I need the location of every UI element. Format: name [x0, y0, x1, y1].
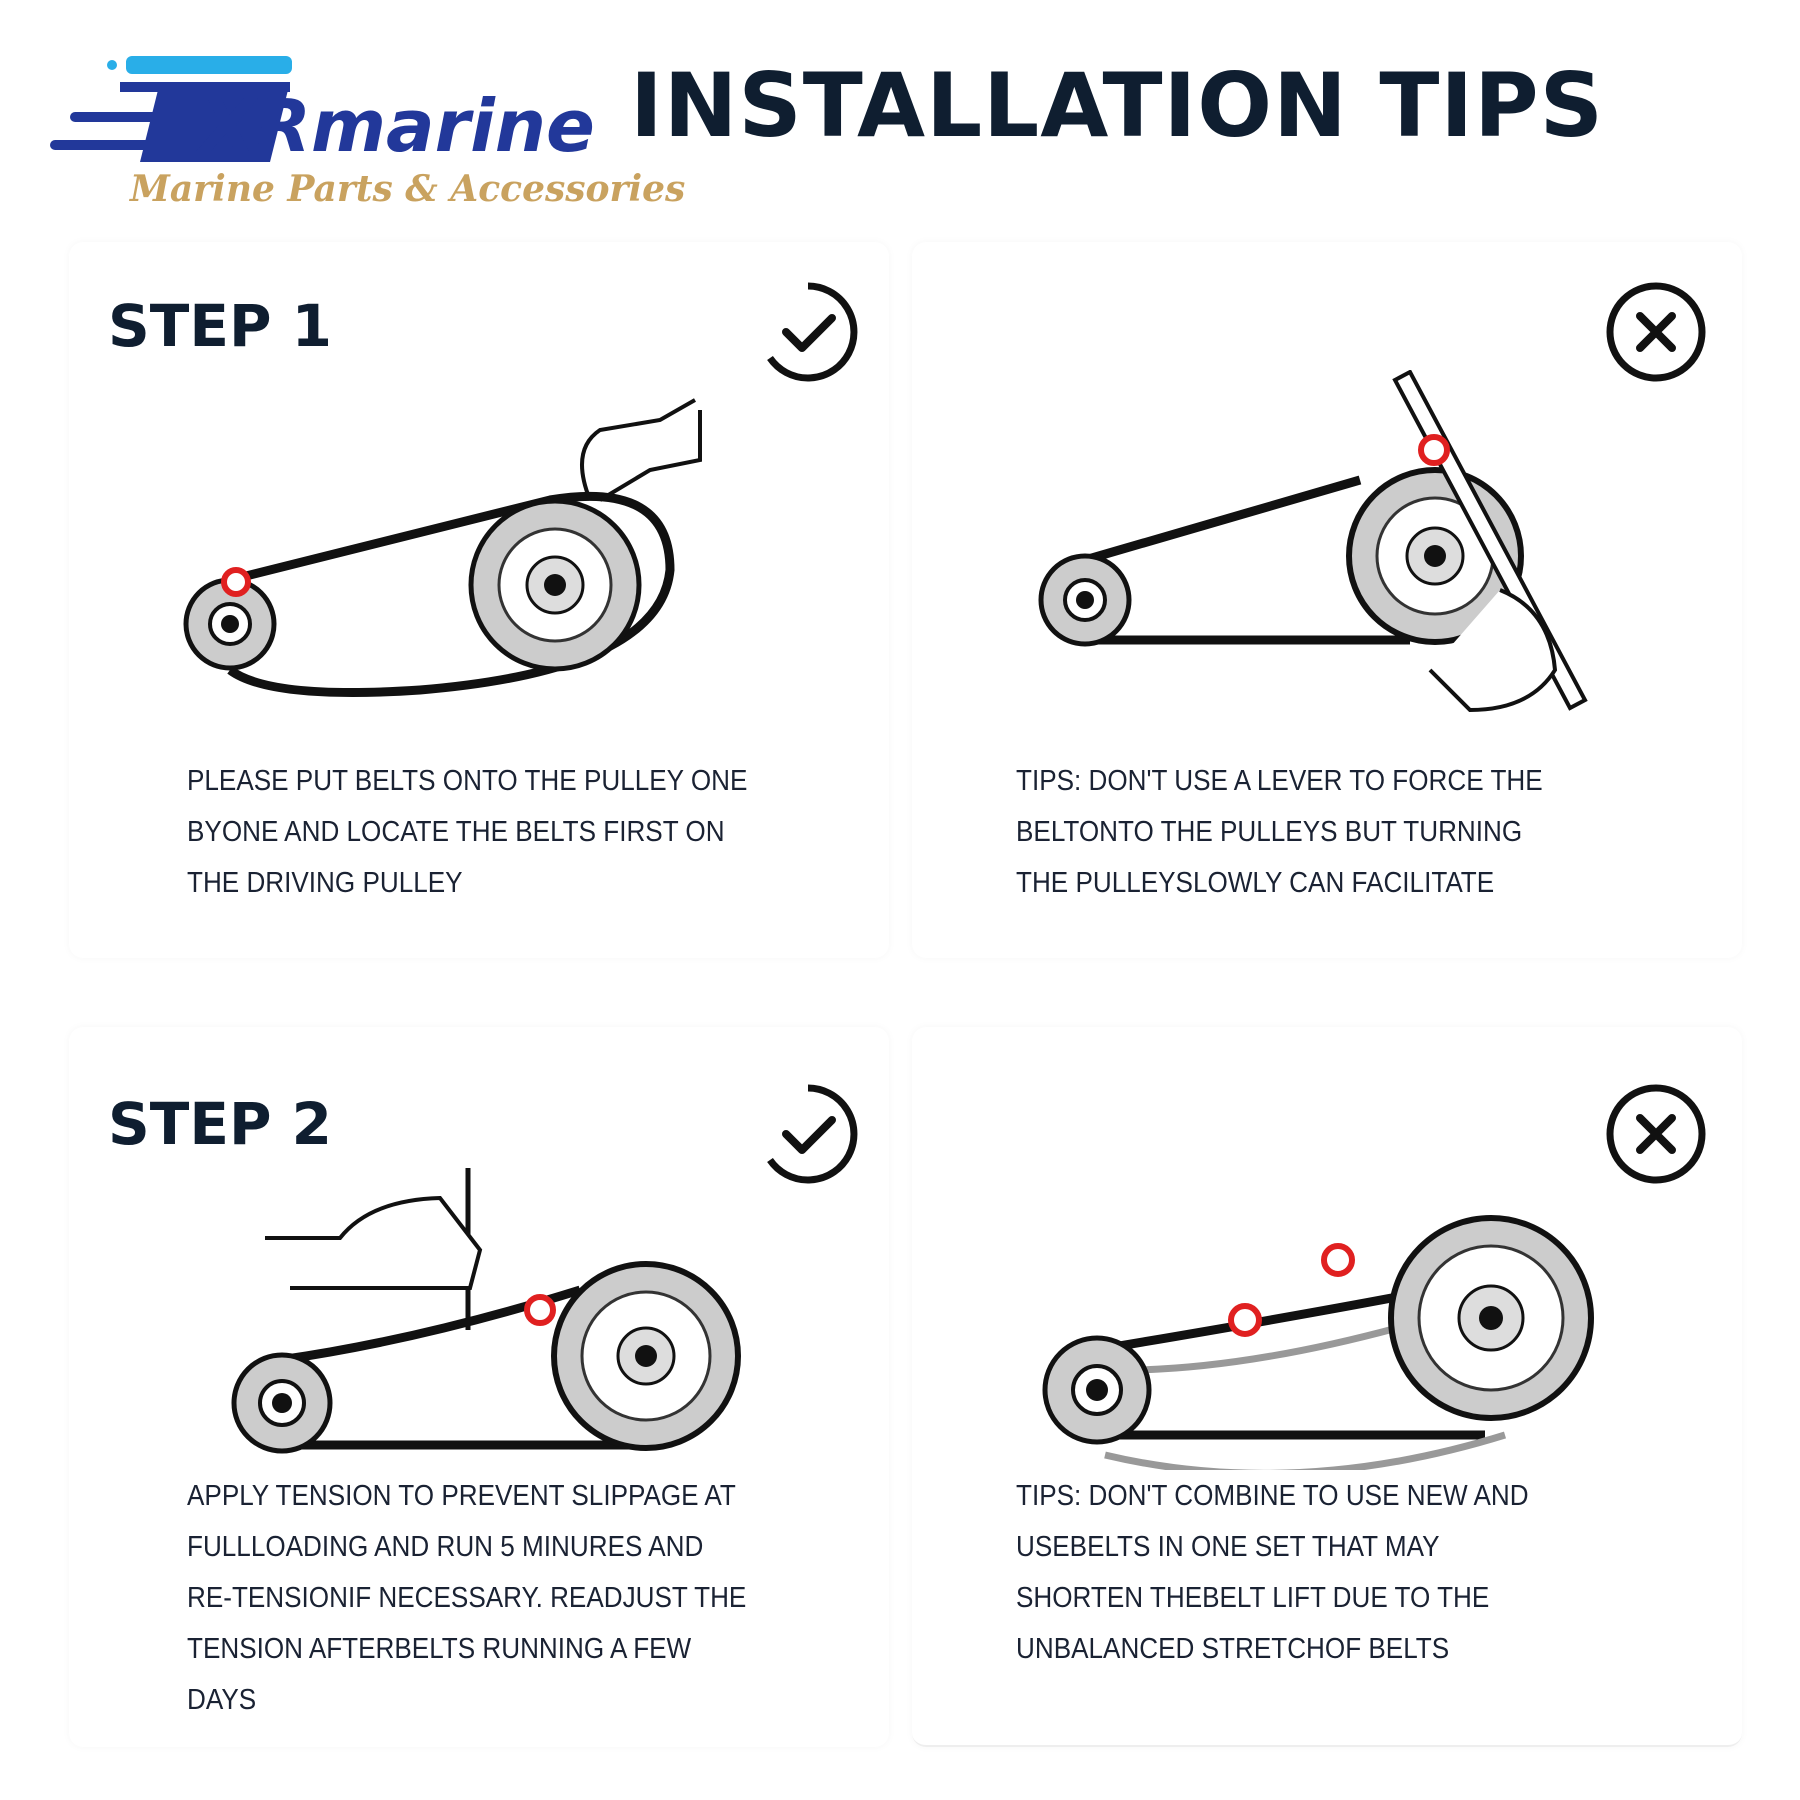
step2-correct-panel: [69, 1027, 889, 1747]
step1-wrong-text: TIPS: DON'T USE A LEVER TO FORCE THE BEL…: [1016, 756, 1543, 909]
text-line: FULLLOADING AND RUN 5 MINURES AND: [187, 1531, 704, 1563]
logo-tagline: Marine Parts & Accessories: [130, 168, 686, 210]
step2-mixed-belts-illustration: [1042, 1215, 1594, 1470]
step1-correct-text: PLEASE PUT BELTS ONTO THE PULLEY ONE BYO…: [187, 756, 747, 909]
step2-tension-illustration: [231, 1168, 741, 1454]
brand-logo: XRmarine Marine Parts & Accessories: [50, 52, 685, 222]
step2-correct-text: APPLY TENSION TO PREVENT SLIPPAGE AT FUL…: [187, 1471, 746, 1726]
text-line: TIPS: DON'T USE A LEVER TO FORCE THE: [1016, 765, 1543, 797]
step2-label: STEP 2: [108, 1090, 333, 1158]
page-title: INSTALLATION TIPS: [630, 54, 1604, 157]
text-line: SHORTEN THEBELT LIFT DUE TO THE: [1016, 1582, 1490, 1614]
text-line: UNBALANCED STRETCHOF BELTS: [1016, 1633, 1450, 1665]
text-line: BELTONTO THE PULLEYS BUT TURNING: [1016, 816, 1523, 848]
text-line: THE PULLEYSLOWLY CAN FACILITATE: [1016, 867, 1495, 899]
step1-lever-illustration: [1038, 370, 1588, 713]
logo-speed-lines-icon: [50, 56, 292, 162]
text-line: BYONE AND LOCATE THE BELTS FIRST ON: [187, 816, 725, 848]
text-line: APPLY TENSION TO PREVENT SLIPPAGE AT: [187, 1480, 736, 1512]
text-line: TIPS: DON'T COMBINE TO USE NEW AND: [1016, 1480, 1529, 1512]
logo-brand-text: XRmarine: [200, 84, 595, 168]
x-circle-icon: [1606, 282, 1706, 382]
text-line: PLEASE PUT BELTS ONTO THE PULLEY ONE: [187, 765, 748, 797]
text-line: DAYS: [187, 1684, 257, 1716]
step1-belt-illustration: [183, 398, 702, 697]
step1-label: STEP 1: [108, 292, 333, 360]
step2-wrong-text: TIPS: DON'T COMBINE TO USE NEW AND USEBE…: [1016, 1471, 1529, 1675]
check-circle-icon: [767, 282, 858, 382]
check-circle-icon: [767, 1084, 858, 1184]
text-line: USEBELTS IN ONE SET THAT MAY: [1016, 1531, 1440, 1563]
text-line: THE DRIVING PULLEY: [187, 867, 463, 899]
text-line: RE-TENSIONIF NECESSARY. READJUST THE: [187, 1582, 747, 1614]
x-circle-icon: [1606, 1084, 1706, 1184]
text-line: TENSION AFTERBELTS RUNNING A FEW: [187, 1633, 692, 1665]
